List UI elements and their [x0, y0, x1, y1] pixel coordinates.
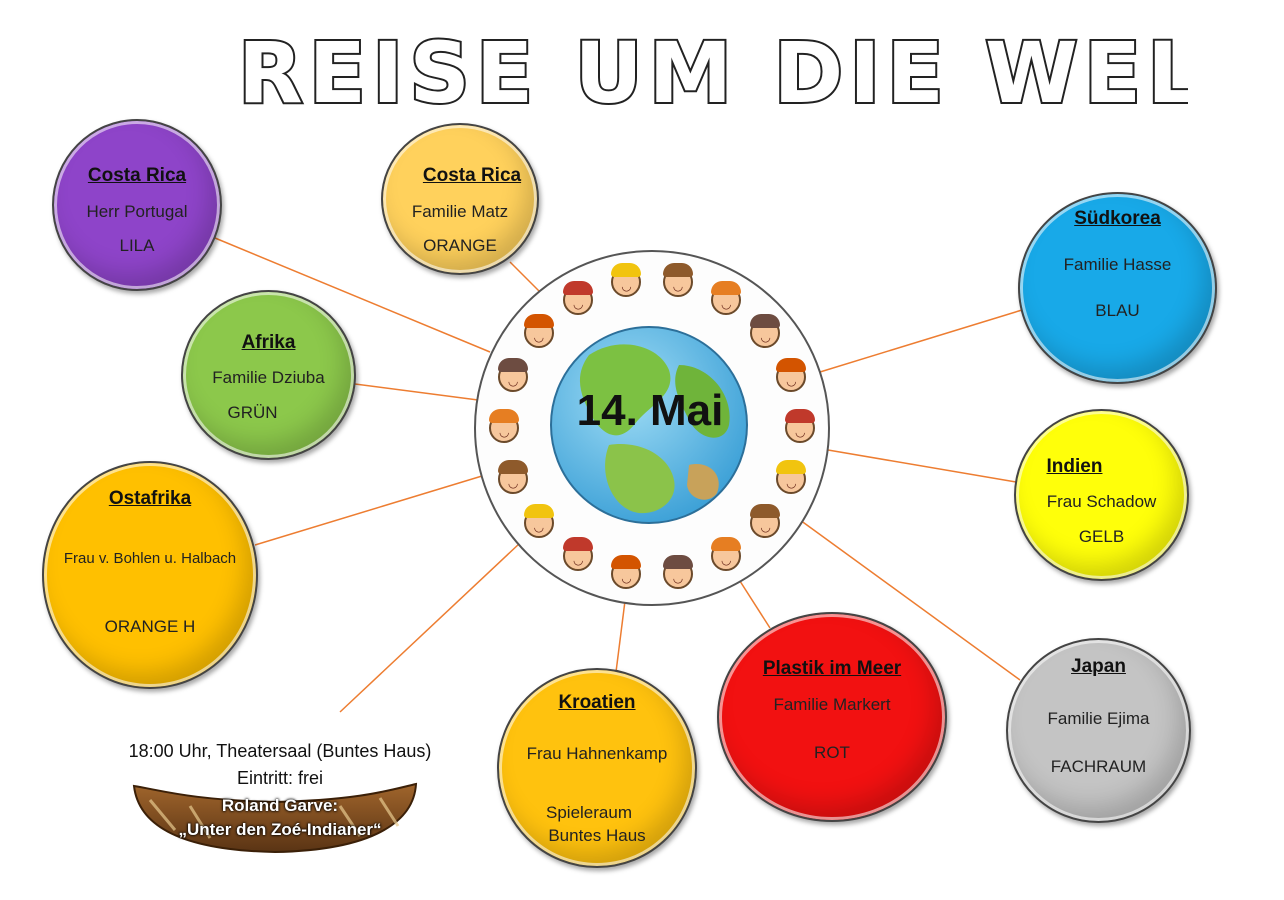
child-icon: [497, 459, 528, 494]
bubble-person: Familie Dziuba: [212, 368, 325, 387]
connector-line: [615, 592, 627, 673]
bubble-person: Familie Ejima: [1047, 709, 1150, 728]
connector-line: [354, 383, 479, 401]
bubble-room: ROT: [814, 743, 850, 762]
bubble-costa-rica-orange: Costa Rica Familie Matz ORANGE: [381, 123, 539, 275]
bubble-room: ORANGE H: [104, 617, 196, 636]
connector-line: [827, 449, 1017, 483]
bubble-person: Familie Matz: [411, 202, 509, 221]
poster-title-text: REISE UM DIE WELT: [238, 24, 1188, 120]
event-performance: Roland Garve: „Unter den Zoé-Indianer“: [130, 794, 430, 842]
bubble-costa-rica-lila: Costa Rica Herr Portugal LILA: [52, 119, 222, 291]
child-icon: [523, 313, 554, 348]
bubble-country: Japan: [1071, 656, 1126, 677]
bubble-country: Afrika: [241, 332, 296, 353]
event-time-place: 18:00 Uhr, Theatersaal (Buntes Haus): [128, 741, 432, 761]
child-icon: [785, 409, 815, 443]
bubble-room: Spieleraum: [546, 803, 632, 822]
event-date: 14. Mai: [576, 386, 724, 435]
bubble-room: GELB: [1078, 527, 1125, 546]
bubble-afrika: Afrika Familie Dziuba GRÜN: [181, 290, 356, 460]
bubble-country: Südkorea: [1074, 208, 1161, 229]
bubble-country: Kroatien: [558, 692, 636, 713]
bubble-room: GRÜN: [227, 403, 278, 422]
bubble-indien: Indien Frau Schadow GELB: [1014, 409, 1189, 581]
poster-title: REISE UM DIE WELT: [238, 22, 1188, 120]
bubble-room-line2: Buntes Haus: [548, 826, 646, 845]
bubble-room: BLAU: [1095, 301, 1140, 320]
connector-line: [509, 261, 541, 293]
event-info: 18:00 Uhr, Theatersaal (Buntes Haus) Ein…: [100, 738, 460, 792]
bubble-person: Familie Hasse: [1063, 255, 1172, 274]
connector-line: [737, 577, 771, 629]
child-icon: [563, 280, 593, 315]
bubble-country: Plastik im Meer: [762, 658, 902, 679]
bubble-room: LILA: [119, 236, 155, 255]
bubble-person: Frau Schadow: [1046, 492, 1157, 511]
bubble-person: Frau v. Bohlen u. Halbach: [63, 550, 237, 567]
bubble-room: FACHRAUM: [1050, 757, 1147, 776]
event-entry: Eintritt: frei: [236, 768, 324, 788]
child-icon: [662, 554, 693, 589]
child-icon: [497, 358, 528, 393]
bubble-country: Costa Rica: [422, 165, 522, 186]
child-icon: [563, 537, 593, 572]
child-icon: [662, 263, 693, 298]
child-icon: [750, 504, 781, 539]
canoe-icon: [132, 782, 418, 854]
child-icon: [711, 280, 741, 315]
child-icon: [750, 313, 781, 348]
connector-line: [819, 309, 1023, 373]
connector-line: [214, 237, 491, 353]
child-icon: [489, 409, 519, 443]
child-icon: [711, 537, 741, 572]
globe-icon: [550, 326, 748, 524]
bubble-person: Familie Markert: [773, 695, 891, 714]
connector-line: [254, 475, 483, 546]
bubble-ostafrika: Ostafrika Frau v. Bohlen u. Halbach ORAN…: [42, 461, 258, 689]
child-icon: [611, 554, 642, 589]
bubble-plastik-im-meer: Plastik im Meer Familie Markert ROT: [717, 612, 947, 822]
child-icon: [611, 263, 642, 298]
event-performer: Roland Garve:: [221, 796, 339, 815]
bubble-country: Ostafrika: [108, 488, 192, 509]
child-icon: [776, 459, 807, 494]
bubble-person: Herr Portugal: [86, 202, 188, 221]
bubble-room: ORANGE: [423, 236, 497, 255]
bubble-japan: Japan Familie Ejima FACHRAUM: [1006, 638, 1191, 823]
bubble-suedkorea: Südkorea Familie Hasse BLAU: [1018, 192, 1217, 384]
bubble-kroatien: Kroatien Frau Hahnenkamp Spieleraum Bunt…: [497, 668, 697, 868]
event-show-title: „Unter den Zoé-Indianer“: [178, 820, 382, 839]
connector-line: [799, 519, 1021, 681]
child-icon: [776, 358, 807, 393]
bubble-country: Costa Rica: [87, 165, 187, 186]
bubble-person: Frau Hahnenkamp: [526, 744, 668, 763]
child-icon: [523, 504, 554, 539]
connector-line: [339, 542, 521, 713]
bubble-country: Indien: [1046, 456, 1103, 477]
